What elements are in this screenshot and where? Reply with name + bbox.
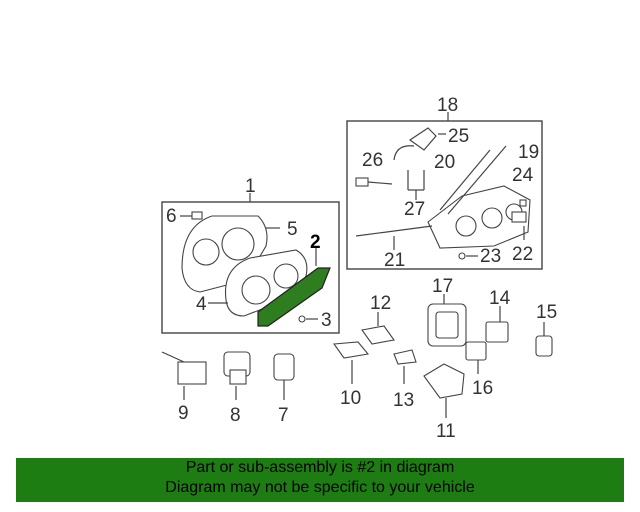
part-7-socket	[273, 353, 295, 400]
callout-7: 7	[278, 405, 289, 426]
callout-22: 22	[512, 244, 533, 265]
callout-26: 26	[362, 150, 383, 171]
callout-27: 27	[404, 199, 425, 220]
part-15-switch	[535, 322, 553, 357]
control-group-box	[346, 120, 543, 270]
part-14-knob	[485, 306, 509, 343]
callout-11: 11	[436, 421, 456, 442]
callout-14: 14	[489, 288, 511, 309]
callout-17: 17	[432, 276, 453, 297]
heater-control-part	[355, 127, 531, 260]
part-6-bulb	[191, 211, 203, 220]
callout-24: 24	[512, 165, 534, 186]
callout-15: 15	[536, 302, 557, 323]
callout-8: 8	[230, 405, 241, 426]
part-3-screw	[298, 315, 306, 323]
callout-23: 23	[480, 246, 501, 267]
callout-6: 6	[166, 206, 177, 227]
callout-21: 21	[384, 250, 405, 271]
callout-25: 25	[448, 126, 469, 147]
banner-line-2: Diagram may not be specific to your vehi…	[165, 479, 475, 496]
callout-10: 10	[340, 388, 361, 409]
part-11-bezel	[423, 363, 465, 418]
callout-20: 20	[434, 152, 455, 173]
info-banner: Part or sub-assembly is #2 in diagram Di…	[16, 458, 624, 502]
callout-12: 12	[370, 293, 391, 314]
part-8-switch	[223, 351, 251, 400]
part-10-knob	[332, 341, 370, 384]
part-17-bezel	[427, 294, 467, 347]
callout-9: 9	[178, 403, 189, 424]
part-9-switch	[161, 351, 207, 400]
callout-5: 5	[287, 219, 298, 240]
banner-line-1: Part or sub-assembly is #2 in diagram	[185, 459, 455, 476]
callout-13: 13	[393, 390, 414, 411]
callout-19: 19	[518, 142, 539, 163]
callout-2: 2	[310, 232, 321, 253]
part-16-knob	[465, 341, 487, 374]
part-12-knob	[361, 312, 395, 345]
callout-3: 3	[321, 310, 332, 331]
callout-1: 1	[245, 176, 256, 197]
part-13-knob	[393, 349, 417, 384]
highlighted-part-2	[257, 267, 331, 327]
callout-18: 18	[437, 95, 458, 116]
callout-4: 4	[196, 294, 207, 315]
callout-16: 16	[472, 378, 493, 399]
